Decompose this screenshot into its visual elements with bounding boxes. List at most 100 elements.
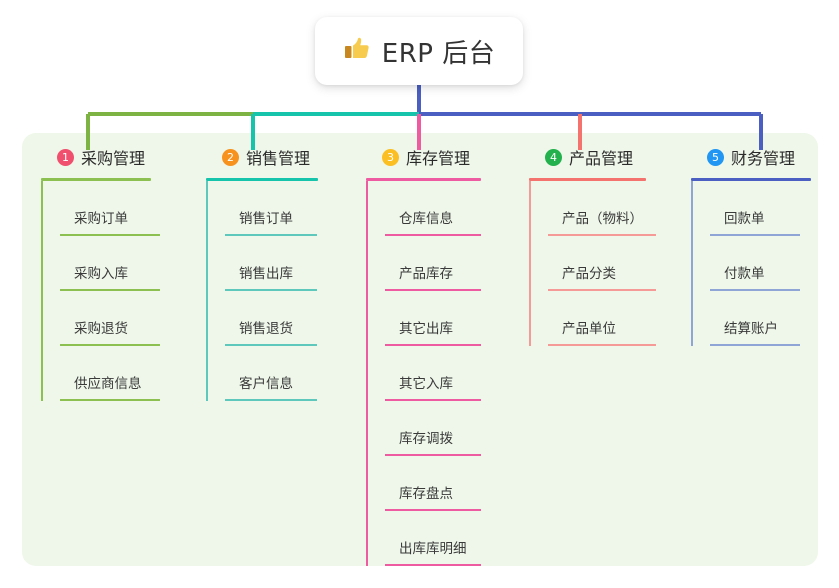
list-item-label: 采购退货 [74, 321, 128, 337]
list-item[interactable]: 产品分类 [548, 236, 679, 291]
column-2: 2 销售管理销售订单销售出库销售退货客户信息 [206, 146, 351, 401]
list-item[interactable]: 采购订单 [60, 181, 191, 236]
column-header-rule-1 [41, 178, 151, 181]
column-spine-2 [206, 181, 208, 401]
list-item[interactable]: 客户信息 [225, 346, 351, 401]
list-item[interactable]: 销售退货 [225, 291, 351, 346]
diagram-background-panel [22, 133, 818, 566]
column-title-4: 产品管理 [569, 149, 634, 168]
list-item-rule [710, 234, 800, 236]
list-item-label: 采购入库 [74, 266, 128, 282]
list-item-rule [60, 234, 160, 236]
list-item[interactable]: 库存调拨 [385, 401, 516, 456]
column-5: 5 财务管理回款单付款单结算账户 [691, 146, 816, 346]
list-item-rule [60, 344, 160, 346]
list-item-rule [385, 509, 481, 511]
column-title-2: 销售管理 [246, 149, 311, 168]
list-item[interactable]: 出库库明细 [385, 511, 516, 566]
column-badge-1: 1 [57, 148, 74, 166]
column-1: 1 采购管理采购订单采购入库采购退货供应商信息 [41, 146, 191, 401]
list-item-rule [548, 289, 656, 291]
column-header-rule-2 [206, 178, 318, 181]
column-badge-3: 3 [382, 148, 399, 166]
root-title: ERP 后台 [381, 38, 496, 69]
column-badge-2: 2 [222, 148, 239, 166]
list-item-rule [710, 344, 800, 346]
column-header-rule-3 [366, 178, 481, 181]
list-item[interactable]: 回款单 [710, 181, 816, 236]
list-item[interactable]: 采购退货 [60, 291, 191, 346]
list-item-rule [60, 399, 160, 401]
list-item-rule [385, 289, 481, 291]
list-item[interactable]: 结算账户 [710, 291, 816, 346]
list-item[interactable]: 供应商信息 [60, 346, 191, 401]
root-node-card[interactable]: ERP 后台 [315, 17, 523, 85]
list-item[interactable]: 产品（物料） [548, 181, 679, 236]
column-title-3: 库存管理 [406, 149, 471, 168]
list-item[interactable]: 采购入库 [60, 236, 191, 291]
column-title-1: 采购管理 [81, 149, 146, 168]
column-spine-5 [691, 181, 693, 346]
list-item-label: 客户信息 [239, 376, 293, 392]
list-item-label: 仓库信息 [399, 211, 453, 227]
column-header-rule-4 [529, 178, 646, 181]
list-item-rule [548, 344, 656, 346]
column-spine-3 [366, 181, 368, 566]
thumbs-up-icon [343, 34, 371, 67]
list-item-label: 销售退货 [239, 321, 293, 337]
column-header-4[interactable]: 4 产品管理 [529, 146, 679, 168]
list-item-rule [385, 344, 481, 346]
column-items-2: 销售订单销售出库销售退货客户信息 [206, 181, 351, 401]
list-item-label: 其它入库 [399, 376, 453, 392]
list-item-label: 付款单 [724, 266, 765, 282]
column-header-1[interactable]: 1 采购管理 [41, 146, 191, 168]
list-item-rule [710, 289, 800, 291]
list-item-label: 其它出库 [399, 321, 453, 337]
list-item[interactable]: 付款单 [710, 236, 816, 291]
column-header-2[interactable]: 2 销售管理 [206, 146, 351, 168]
column-spine-1 [41, 181, 43, 401]
list-item-label: 库存盘点 [399, 486, 453, 502]
list-item-rule [225, 289, 317, 291]
list-item-label: 销售订单 [239, 211, 293, 227]
column-title-5: 财务管理 [731, 149, 796, 168]
list-item-label: 产品（物料） [562, 211, 643, 227]
list-item-rule [225, 399, 317, 401]
list-item-label: 出库库明细 [399, 541, 467, 557]
list-item[interactable]: 其它出库 [385, 291, 516, 346]
list-item-label: 供应商信息 [74, 376, 142, 392]
column-badge-5: 5 [707, 148, 724, 166]
list-item-rule [225, 344, 317, 346]
column-3: 3 库存管理仓库信息产品库存其它出库其它入库库存调拨库存盘点出库库明细 [366, 146, 516, 566]
column-badge-4: 4 [545, 148, 562, 166]
column-header-3[interactable]: 3 库存管理 [366, 146, 516, 168]
list-item[interactable]: 销售出库 [225, 236, 351, 291]
column-spine-4 [529, 181, 531, 346]
list-item-rule [385, 399, 481, 401]
list-item[interactable]: 产品库存 [385, 236, 516, 291]
column-items-1: 采购订单采购入库采购退货供应商信息 [41, 181, 191, 401]
list-item-rule [385, 564, 481, 566]
list-item-rule [385, 454, 481, 456]
list-item-rule [60, 289, 160, 291]
list-item-label: 回款单 [724, 211, 765, 227]
list-item-label: 产品单位 [562, 321, 616, 337]
list-item-label: 库存调拨 [399, 431, 453, 447]
list-item[interactable]: 销售订单 [225, 181, 351, 236]
list-item-label: 产品分类 [562, 266, 616, 282]
list-item[interactable]: 库存盘点 [385, 456, 516, 511]
list-item[interactable]: 其它入库 [385, 346, 516, 401]
list-item[interactable]: 产品单位 [548, 291, 679, 346]
list-item-rule [548, 234, 656, 236]
column-header-rule-5 [691, 178, 811, 181]
list-item-label: 结算账户 [724, 321, 778, 337]
column-4: 4 产品管理产品（物料） 产品分类产品单位 [529, 146, 679, 346]
list-item-rule [225, 234, 317, 236]
column-header-5[interactable]: 5 财务管理 [691, 146, 816, 168]
list-item-rule [385, 234, 481, 236]
column-items-3: 仓库信息产品库存其它出库其它入库库存调拨库存盘点出库库明细 [366, 181, 516, 566]
column-items-5: 回款单付款单结算账户 [691, 181, 816, 346]
column-items-4: 产品（物料） 产品分类产品单位 [529, 181, 679, 346]
list-item[interactable]: 仓库信息 [385, 181, 516, 236]
